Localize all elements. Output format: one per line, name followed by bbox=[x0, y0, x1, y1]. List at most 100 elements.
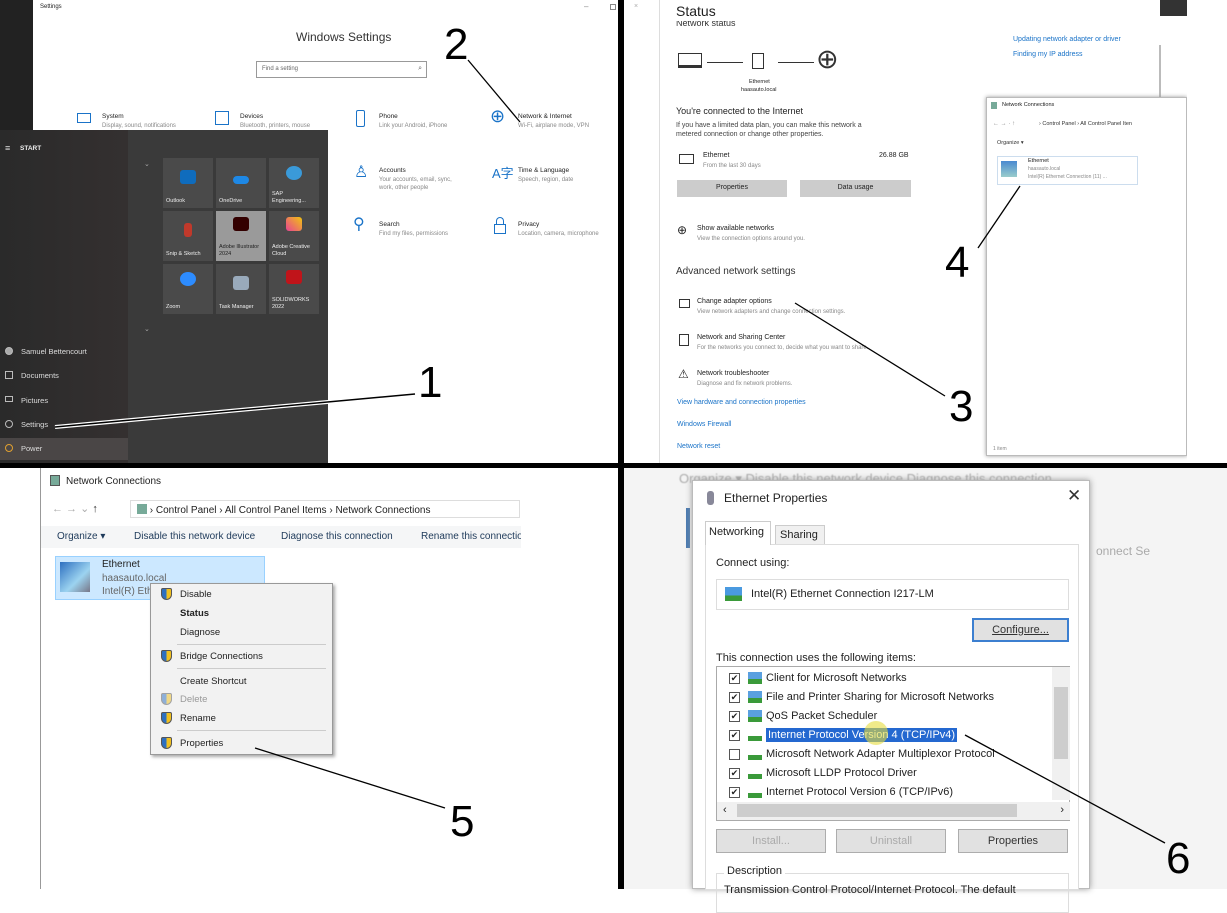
tile-snip-sketch[interactable]: Snip & Sketch bbox=[163, 211, 213, 261]
tile-creative-cloud[interactable]: Adobe Creative Cloud bbox=[269, 211, 319, 261]
adapter-field: Intel(R) Ethernet Connection I217-LM bbox=[716, 579, 1069, 610]
tile-outlook[interactable]: Outlook bbox=[163, 158, 213, 208]
start-left-column bbox=[0, 130, 128, 463]
tile-sap[interactable]: SAP Engineering... bbox=[269, 158, 319, 208]
button-label: Uninstall bbox=[869, 835, 913, 847]
outlook-icon bbox=[180, 170, 196, 184]
item-label: Microsoft Network Adapter Multiplexor Pr… bbox=[766, 748, 995, 760]
organize-menu[interactable]: Organize ▾ bbox=[57, 531, 106, 542]
checkbox[interactable]: ✔ bbox=[729, 767, 740, 779]
address-bar[interactable]: › Control Panel › All Control Panel Item… bbox=[130, 500, 520, 518]
crumb[interactable]: All Control Panel Items bbox=[224, 505, 327, 516]
properties-button[interactable]: Properties bbox=[677, 180, 787, 197]
breadcrumb[interactable]: › Control Panel › All Control Panel Iten bbox=[1039, 121, 1132, 127]
magnifier-icon: ⚲ bbox=[353, 216, 365, 233]
menu-status[interactable]: Status bbox=[180, 608, 210, 619]
collapse-chevron-icon[interactable]: ⌄ bbox=[144, 161, 150, 168]
laptop-icon bbox=[678, 53, 702, 68]
setting-desc: Display, sound, notifications bbox=[102, 123, 176, 129]
horizontal-scrollbar[interactable]: ‹› bbox=[717, 802, 1070, 820]
start-item-label: Settings bbox=[21, 420, 49, 429]
configure-button[interactable]: Configure... bbox=[972, 618, 1069, 642]
list-item[interactable]: Microsoft Network Adapter Multiplexor Pr… bbox=[729, 745, 995, 763]
crumb: All Control Panel Iten bbox=[1080, 121, 1132, 127]
item-name: Ethernet bbox=[1028, 158, 1049, 164]
button-label: Properties bbox=[987, 835, 1039, 847]
tile-onedrive[interactable]: OneDrive bbox=[216, 158, 266, 208]
scroll-thumb[interactable] bbox=[737, 804, 1017, 817]
link-update-adapter[interactable]: Updating network adapter or driver bbox=[1013, 36, 1121, 43]
checkbox[interactable]: ✔ bbox=[729, 691, 740, 703]
menu-properties[interactable]: Properties bbox=[180, 738, 224, 749]
list-item[interactable]: ✔QoS Packet Scheduler bbox=[729, 707, 877, 725]
maximize-button[interactable] bbox=[610, 4, 616, 10]
menu-disable[interactable]: Disable bbox=[180, 589, 212, 600]
close-icon[interactable]: × bbox=[634, 3, 639, 10]
ethernet-adapter-item[interactable]: Ethernet haasauto.local Intel(R) Etherne… bbox=[997, 156, 1138, 185]
settings-search-input[interactable]: Find a setting ⌕ bbox=[256, 61, 427, 78]
link-windows-firewall[interactable]: Windows Firewall bbox=[677, 421, 732, 428]
close-button[interactable]: ✕ bbox=[1067, 486, 1082, 505]
tile-task-manager[interactable]: Task Manager bbox=[216, 264, 266, 314]
nav-buttons[interactable]: ← → ⌄ ↑ bbox=[52, 503, 98, 515]
list-item[interactable]: ✔File and Printer Sharing for Microsoft … bbox=[729, 688, 994, 706]
start-power[interactable]: Power bbox=[0, 438, 128, 460]
start-item-label: Power bbox=[21, 444, 43, 453]
start-header: START bbox=[20, 145, 42, 152]
network-icon: ⊕ bbox=[677, 223, 688, 237]
list-item[interactable]: ✔Microsoft LLDP Protocol Driver bbox=[729, 764, 917, 782]
minimize-button[interactable]: – bbox=[584, 2, 589, 11]
connector-line bbox=[778, 62, 814, 63]
checkbox[interactable]: ✔ bbox=[729, 786, 740, 798]
start-user[interactable]: Samuel Bettencourt bbox=[0, 341, 128, 363]
checkbox[interactable]: ✔ bbox=[729, 710, 740, 722]
background-text: onnect Se bbox=[1096, 544, 1151, 558]
start-settings[interactable]: Settings bbox=[0, 414, 128, 436]
start-pictures[interactable]: Pictures bbox=[0, 390, 128, 412]
menu-rename[interactable]: Rename bbox=[180, 713, 216, 724]
data-usage-button[interactable]: Data usage bbox=[800, 180, 911, 197]
link-hardware-properties[interactable]: View hardware and connection properties bbox=[677, 399, 806, 406]
link-network-reset[interactable]: Network reset bbox=[677, 443, 721, 450]
search-placeholder: Find a setting bbox=[262, 66, 299, 72]
list-item[interactable]: ✔Internet Protocol Version 6 (TCP/IPv6) bbox=[729, 783, 953, 801]
menu-create-shortcut[interactable]: Create Shortcut bbox=[180, 676, 247, 687]
collapse-chevron-icon[interactable]: ⌄ bbox=[144, 326, 150, 333]
tab-networking[interactable]: Networking bbox=[705, 521, 771, 545]
menu-bridge[interactable]: Bridge Connections bbox=[180, 651, 263, 662]
diagnose-button[interactable]: Diagnose this connection bbox=[281, 531, 393, 542]
hamburger-icon[interactable]: ≡ bbox=[5, 143, 11, 153]
nav-arrows[interactable]: ← → · ↑ bbox=[993, 121, 1015, 127]
tile-illustrator[interactable]: Adobe Illustrator 2024 bbox=[216, 211, 266, 261]
item-label: Client for Microsoft Networks bbox=[766, 672, 907, 684]
checkbox[interactable] bbox=[729, 748, 740, 760]
properties-button[interactable]: Properties bbox=[958, 829, 1068, 853]
rename-button[interactable]: Rename this connectio bbox=[421, 531, 521, 542]
tab-label: Networking bbox=[709, 526, 765, 538]
checkbox[interactable]: ✔ bbox=[729, 672, 740, 684]
organize-menu[interactable]: Organize ▾ bbox=[997, 140, 1024, 146]
vertical-scrollbar[interactable] bbox=[1052, 667, 1070, 800]
list-item-selected[interactable]: ✔Internet Protocol Version 4 (TCP/IPv4) bbox=[729, 726, 958, 744]
tile-zoom[interactable]: Zoom bbox=[163, 264, 213, 314]
checkbox[interactable]: ✔ bbox=[729, 729, 740, 741]
crumb[interactable]: Network Connections bbox=[335, 505, 431, 516]
menu-diagnose[interactable]: Diagnose bbox=[180, 627, 221, 638]
disable-device-button[interactable]: Disable this network device bbox=[134, 531, 256, 542]
button-label: Properties bbox=[716, 184, 748, 191]
crumb[interactable]: Control Panel bbox=[155, 505, 217, 516]
install-button: Install... bbox=[716, 829, 826, 853]
list-item[interactable]: ✔ Client for Microsoft Networks bbox=[729, 669, 907, 687]
side-scrollbar[interactable] bbox=[1159, 45, 1161, 105]
components-list[interactable]: ✔ Client for Microsoft Networks ✔File and… bbox=[716, 666, 1070, 821]
network-adapter-icon bbox=[60, 562, 90, 592]
scroll-thumb[interactable] bbox=[1054, 687, 1068, 759]
uninstall-button: Uninstall bbox=[836, 829, 946, 853]
network-service-icon bbox=[748, 710, 762, 722]
start-documents[interactable]: Documents bbox=[0, 365, 128, 387]
tile-solidworks[interactable]: SOLIDWORKS 2022 bbox=[269, 264, 319, 314]
link-find-ip[interactable]: Finding my IP address bbox=[1013, 51, 1083, 58]
tab-sharing[interactable]: Sharing bbox=[775, 525, 825, 545]
setting-desc: Bluetooth, printers, mouse bbox=[240, 123, 311, 129]
annotation-number-6: 6 bbox=[1166, 834, 1191, 883]
